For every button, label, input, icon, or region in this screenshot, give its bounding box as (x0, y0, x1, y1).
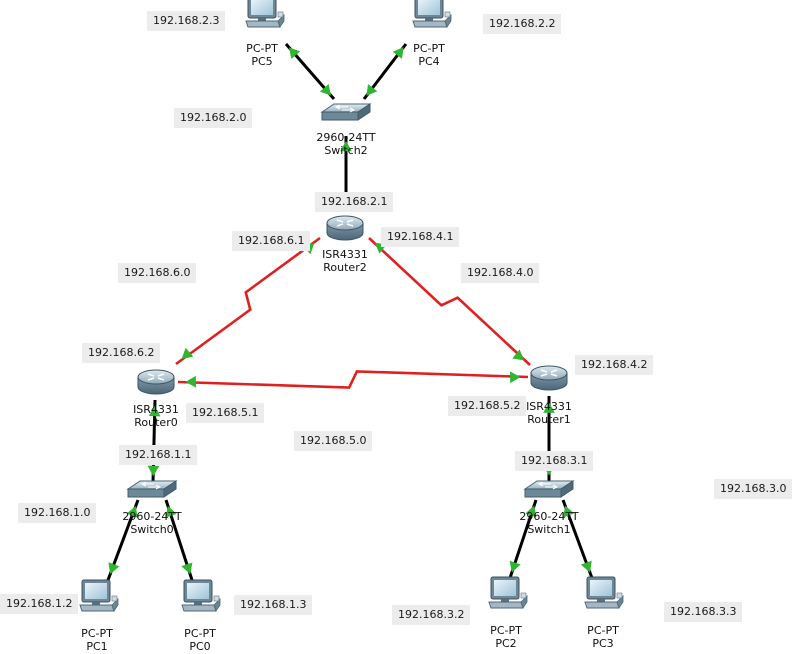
link-router0-switch0-status-a (148, 405, 161, 417)
note-router0-to-r1[interactable]: 192.168.5.1 (186, 403, 265, 423)
pc0-name: PC0 (189, 640, 211, 653)
switch2-name: Switch2 (324, 144, 368, 157)
router1-router-icon[interactable] (530, 365, 568, 391)
pc1-model: PC-PT (81, 627, 113, 640)
router2-name: Router2 (323, 261, 367, 274)
note-pc0-ip[interactable]: 192.168.1.3 (234, 595, 313, 615)
pc4-name: PC4 (418, 55, 440, 68)
pc1-pc-icon[interactable] (79, 579, 119, 612)
note-router2-to-r0[interactable]: 192.168.6.1 (232, 231, 311, 251)
link-pc4-switch2-status-a (392, 47, 404, 59)
note-router1-g-sw1[interactable]: 192.168.3.1 (515, 451, 594, 471)
link-pc4-switch2-status-b (366, 84, 378, 96)
router1-label[interactable]: ISR4331 Router1 (526, 400, 572, 426)
pc0-label[interactable]: PC-PT PC0 (184, 627, 216, 653)
link-pc5-switch2-status-b (319, 83, 332, 96)
link-switch1-pc2-status-a (525, 505, 537, 518)
pc5-model: PC-PT (246, 42, 278, 55)
pc5-label[interactable]: PC-PT PC5 (246, 42, 278, 68)
pc2-model: PC-PT (490, 624, 522, 637)
link-switch0-pc0-status-b (181, 562, 193, 575)
router0-label[interactable]: ISR4331 Router0 (133, 403, 179, 429)
link-pc5-switch2-status-a (288, 47, 301, 60)
note-net-6-0[interactable]: 192.168.6.0 (118, 263, 197, 283)
pc0-model: PC-PT (184, 627, 216, 640)
pc2-label[interactable]: PC-PT PC2 (490, 624, 522, 650)
router2-router-icon[interactable] (326, 215, 364, 241)
link-switch0-pc1-status-b (108, 562, 120, 575)
link-switch0-pc0-status-a (165, 505, 177, 518)
link-switch1-pc3-status-a (563, 505, 575, 518)
pc4-model: PC-PT (413, 42, 445, 55)
link-switch1-pc3-status-b (580, 560, 592, 573)
switch1-model: 2960-24TT (519, 510, 579, 523)
note-net-4-0[interactable]: 192.168.4.0 (461, 263, 540, 283)
switch1-switch-icon[interactable] (524, 480, 574, 498)
link-router2-router1[interactable] (368, 237, 531, 366)
switch0-switch-icon[interactable] (127, 480, 177, 498)
note-router2-g-sw2[interactable]: 192.168.2.1 (315, 192, 394, 212)
pc3-label[interactable]: PC-PT PC3 (587, 624, 619, 650)
note-router0-g-sw0[interactable]: 192.168.1.1 (119, 445, 198, 465)
router2-label[interactable]: ISR4331 Router2 (322, 248, 368, 274)
switch1-name: Switch1 (527, 523, 571, 536)
switch1-label[interactable]: 2960-24TT Switch1 (519, 510, 578, 536)
link-router0-router1-status-a (185, 375, 196, 388)
router0-model: ISR4331 (133, 403, 179, 416)
link-switch0-pc1-status-a (126, 505, 138, 518)
router1-name: Router1 (527, 413, 571, 426)
pc5-pc-icon[interactable] (245, 0, 285, 28)
pc1-name: PC1 (86, 640, 108, 653)
pc1-label[interactable]: PC-PT PC1 (81, 627, 113, 653)
link-router2-router0[interactable] (175, 236, 321, 366)
note-router1-to-r0[interactable]: 192.168.5.2 (448, 396, 527, 416)
note-pc4-ip[interactable]: 192.168.2.2 (483, 14, 562, 34)
switch0-model: 2960-24TT (122, 510, 182, 523)
link-router0-router1[interactable] (177, 370, 529, 389)
note-net-2-0[interactable]: 192.168.2.0 (174, 108, 253, 128)
link-router2-router1-status-b (512, 349, 525, 361)
link-router2-router0-status-b (181, 347, 194, 360)
link-switch1-pc2-status-b (509, 560, 521, 573)
link-router0-switch0-status-b (147, 465, 160, 477)
link-router1-switch1-status-a (543, 402, 555, 413)
switch2-model: 2960-24TT (316, 131, 376, 144)
note-net-1-0[interactable]: 192.168.1.0 (18, 503, 97, 523)
link-router0-router1-status-b (510, 371, 521, 384)
router0-name: Router0 (134, 416, 178, 429)
pc5-name: PC5 (251, 55, 273, 68)
switch2-label[interactable]: 2960-24TT Switch2 (316, 131, 375, 157)
pc4-pc-icon[interactable] (412, 0, 452, 28)
router2-model: ISR4331 (322, 248, 368, 261)
note-pc1-ip[interactable]: 192.168.1.2 (0, 594, 79, 614)
note-net-5-0[interactable]: 192.168.5.0 (294, 431, 373, 451)
switch0-label[interactable]: 2960-24TT Switch0 (122, 510, 181, 536)
link-switch2-router2-status-a (340, 140, 352, 152)
router0-router-icon[interactable] (137, 369, 175, 395)
pc0-pc-icon[interactable] (181, 579, 221, 612)
pc4-label[interactable]: PC-PT PC4 (413, 42, 445, 68)
pc3-pc-icon[interactable] (584, 576, 624, 609)
note-router0-to-r2[interactable]: 192.168.6.2 (82, 343, 161, 363)
pc3-model: PC-PT (587, 624, 619, 637)
pc2-name: PC2 (495, 637, 517, 650)
switch2-switch-icon[interactable] (321, 103, 371, 121)
note-net-3-0[interactable]: 192.168.3.0 (714, 479, 792, 499)
router1-model: ISR4331 (526, 400, 572, 413)
note-router2-to-r1[interactable]: 192.168.4.1 (381, 227, 460, 247)
switch0-name: Switch0 (130, 523, 174, 536)
note-pc5-ip[interactable]: 192.168.2.3 (147, 11, 226, 31)
pc3-name: PC3 (592, 637, 614, 650)
note-router1-to-r2[interactable]: 192.168.4.2 (575, 355, 654, 375)
note-pc3-ip[interactable]: 192.168.3.3 (664, 602, 743, 622)
pc2-pc-icon[interactable] (488, 576, 528, 609)
note-pc2-ip[interactable]: 192.168.3.2 (392, 605, 471, 625)
